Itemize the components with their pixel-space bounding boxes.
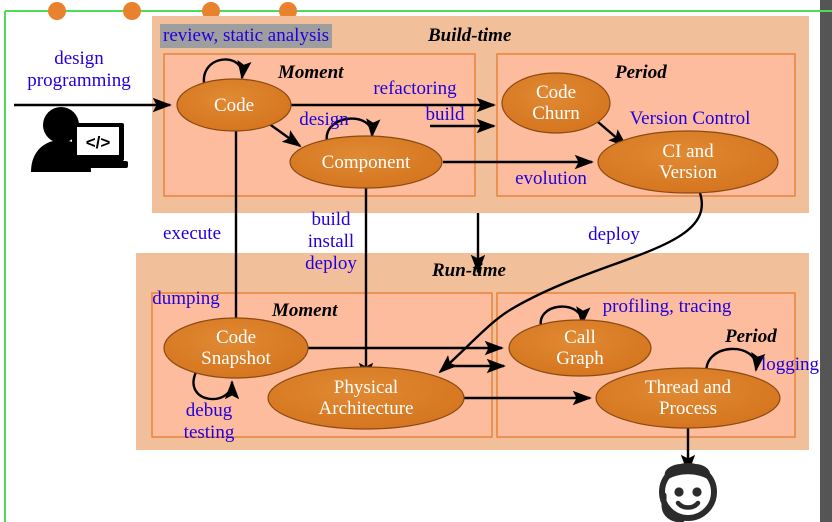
timeline-dot <box>202 2 220 20</box>
edge-deploy <box>438 192 703 374</box>
zone-title-run-period: Period <box>725 326 777 347</box>
timeline-dot <box>48 2 66 20</box>
zone-title-build-period: Period <box>615 62 667 83</box>
node-code-churn[interactable] <box>501 72 611 134</box>
node-code[interactable] <box>176 78 292 132</box>
node-ci-and-version[interactable] <box>597 130 779 194</box>
node-thread-and-process[interactable] <box>595 367 781 429</box>
node-code-snapshot[interactable] <box>163 317 309 379</box>
edge-callgraph-self-loop <box>539 305 591 331</box>
node-call-graph[interactable] <box>508 319 652 377</box>
edge-thread-self-loop <box>705 347 766 377</box>
edge-design <box>267 122 302 148</box>
nodes <box>163 72 781 430</box>
timeline-dot <box>279 2 297 20</box>
edge-snapshot-self-loop <box>192 371 240 401</box>
zone-title-build-time: Build-time <box>428 25 512 46</box>
edge-code-self-loop <box>202 58 252 89</box>
edge-component-self-loop <box>325 117 381 143</box>
zone-title-run-moment: Moment <box>272 300 338 321</box>
timeline-dot <box>123 2 141 20</box>
right-edge-strip <box>820 0 832 522</box>
svg-text:</>: </> <box>86 133 111 152</box>
node-component[interactable] <box>289 135 443 189</box>
node-physical-architecture[interactable] <box>267 366 465 430</box>
developer-icon: </> <box>31 107 128 172</box>
zone-title-run-time: Run-time <box>432 260 506 281</box>
end-user-icon <box>659 463 717 522</box>
green-timeline <box>4 2 832 522</box>
zone-title-build-moment: Moment <box>278 62 344 83</box>
label-review-static-analysis: review, static analysis <box>160 24 333 48</box>
